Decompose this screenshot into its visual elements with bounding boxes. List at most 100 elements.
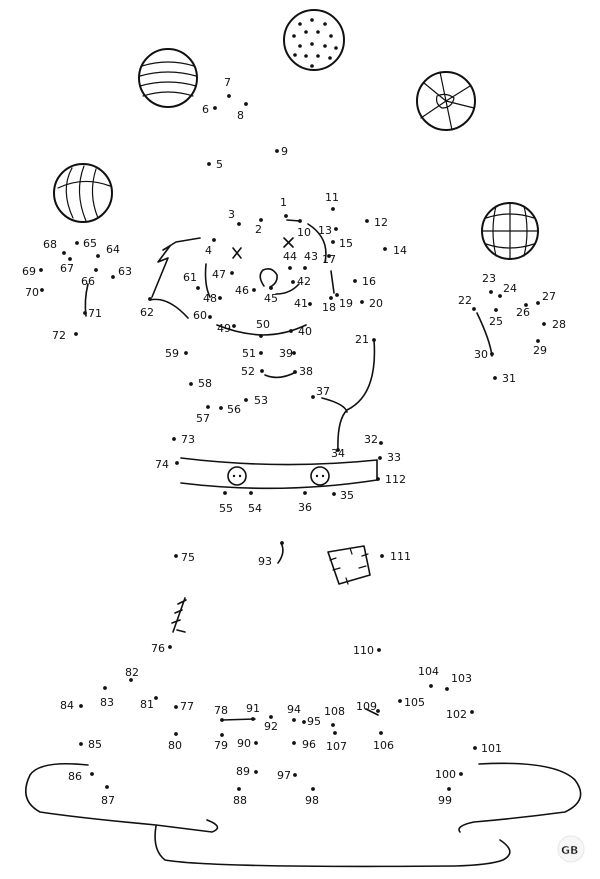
globe-ball-icon xyxy=(481,202,539,260)
dot-label-76: 76 xyxy=(151,642,165,655)
dot-label-21: 21 xyxy=(355,333,369,346)
dot-label-101: 101 xyxy=(481,742,502,755)
dot-label-31: 31 xyxy=(502,372,516,385)
dot-label-2: 2 xyxy=(255,223,262,236)
dot-label-57: 57 xyxy=(196,412,210,425)
dot-label-16: 16 xyxy=(362,275,376,288)
dot-label-108: 108 xyxy=(324,705,345,718)
dot-label-52: 52 xyxy=(241,365,255,378)
dot-label-28: 28 xyxy=(552,318,566,331)
dot-label-54: 54 xyxy=(248,502,262,515)
dot-label-41: 41 xyxy=(294,297,308,310)
dot-label-111: 111 xyxy=(390,550,411,563)
dot-label-91: 91 xyxy=(246,702,260,715)
dot-label-1: 1 xyxy=(280,196,287,209)
dot-label-88: 88 xyxy=(233,794,247,807)
dot-label-19: 19 xyxy=(339,297,353,310)
dot-label-104: 104 xyxy=(418,665,439,678)
dot-label-62: 62 xyxy=(140,306,154,319)
dot-label-47: 47 xyxy=(212,268,226,281)
dot-label-51: 51 xyxy=(242,347,256,360)
dot-label-53: 53 xyxy=(254,394,268,407)
dot-label-26: 26 xyxy=(516,306,530,319)
dot-label-92: 92 xyxy=(264,720,278,733)
dot-label-49: 49 xyxy=(217,322,231,335)
dot-label-85: 85 xyxy=(88,738,102,751)
dot-label-40: 40 xyxy=(298,325,312,338)
dot-label-18: 18 xyxy=(322,301,336,314)
dot-label-23: 23 xyxy=(482,272,496,285)
dot-label-43: 43 xyxy=(304,250,318,263)
polka-ball-icon xyxy=(283,9,345,71)
dot-label-65: 65 xyxy=(83,237,97,250)
gb-logo-watermark: GB xyxy=(557,835,585,863)
dot-label-6: 6 xyxy=(202,103,209,116)
dot-label-90: 90 xyxy=(237,737,251,750)
dot-label-68: 68 xyxy=(43,238,57,251)
dot-label-3: 3 xyxy=(228,208,235,221)
dot-label-64: 64 xyxy=(106,243,120,256)
dot-label-103: 103 xyxy=(451,672,472,685)
dot-label-55: 55 xyxy=(219,502,233,515)
dot-label-60: 60 xyxy=(193,309,207,322)
dot-label-7: 7 xyxy=(224,76,231,89)
gb-logo-text: GB xyxy=(561,844,578,857)
dot-label-100: 100 xyxy=(435,768,456,781)
dot-label-38: 38 xyxy=(299,365,313,378)
dot-label-33: 33 xyxy=(387,451,401,464)
dot-label-93: 93 xyxy=(258,555,272,568)
dot-label-29: 29 xyxy=(533,344,547,357)
segment-ball-icon xyxy=(416,71,476,131)
dot-label-105: 105 xyxy=(404,696,425,709)
beach-ball-icon xyxy=(53,163,113,223)
number-labels: 1 2 3 4 5 6 7 8 9 10 11 12 13 14 15 16 1… xyxy=(22,76,566,807)
dot-label-35: 35 xyxy=(340,489,354,502)
dot-label-48: 48 xyxy=(203,292,217,305)
dot-label-69: 69 xyxy=(22,265,36,278)
dot-label-17: 17 xyxy=(322,253,336,266)
dot-label-80: 80 xyxy=(168,739,182,752)
dot-label-8: 8 xyxy=(237,109,244,122)
dot-label-112: 112 xyxy=(385,473,406,486)
dot-label-99: 99 xyxy=(438,794,452,807)
dot-label-50: 50 xyxy=(256,318,270,331)
dot-label-30: 30 xyxy=(474,348,488,361)
dot-label-63: 63 xyxy=(118,265,132,278)
dot-label-10: 10 xyxy=(297,226,311,239)
dot-label-14: 14 xyxy=(393,244,407,257)
dot-label-81: 81 xyxy=(140,698,154,711)
dot-label-59: 59 xyxy=(165,347,179,360)
dot-label-13: 13 xyxy=(318,224,332,237)
dot-label-83: 83 xyxy=(100,696,114,709)
clown-outline-fragments xyxy=(24,219,582,868)
stripe-ball-icon xyxy=(138,48,198,108)
dot-label-94: 94 xyxy=(287,703,301,716)
dot-label-73: 73 xyxy=(181,433,195,446)
dot-label-89: 89 xyxy=(236,765,250,778)
dot-label-5: 5 xyxy=(216,158,223,171)
dot-label-84: 84 xyxy=(60,699,74,712)
dot-label-42: 42 xyxy=(297,275,311,288)
dot-label-9: 9 xyxy=(281,145,288,158)
dot-label-11: 11 xyxy=(325,191,339,204)
dot-label-32: 32 xyxy=(364,433,378,446)
dot-label-37: 37 xyxy=(316,385,330,398)
dot-label-106: 106 xyxy=(373,739,394,752)
dot-label-86: 86 xyxy=(68,770,82,783)
dot-label-82: 82 xyxy=(125,666,139,679)
dot-label-102: 102 xyxy=(446,708,467,721)
dot-label-72: 72 xyxy=(52,329,66,342)
dot-label-56: 56 xyxy=(227,403,241,416)
dot-markers xyxy=(39,94,546,791)
dot-label-110: 110 xyxy=(353,644,374,657)
dot-label-77: 77 xyxy=(180,700,194,713)
dot-label-34: 34 xyxy=(331,447,345,460)
dot-label-70: 70 xyxy=(25,286,39,299)
dot-label-75: 75 xyxy=(181,551,195,564)
dot-label-107: 107 xyxy=(326,740,347,753)
dot-label-36: 36 xyxy=(298,501,312,514)
dot-label-66: 66 xyxy=(81,275,95,288)
dot-label-27: 27 xyxy=(542,290,556,303)
dot-label-20: 20 xyxy=(369,297,383,310)
